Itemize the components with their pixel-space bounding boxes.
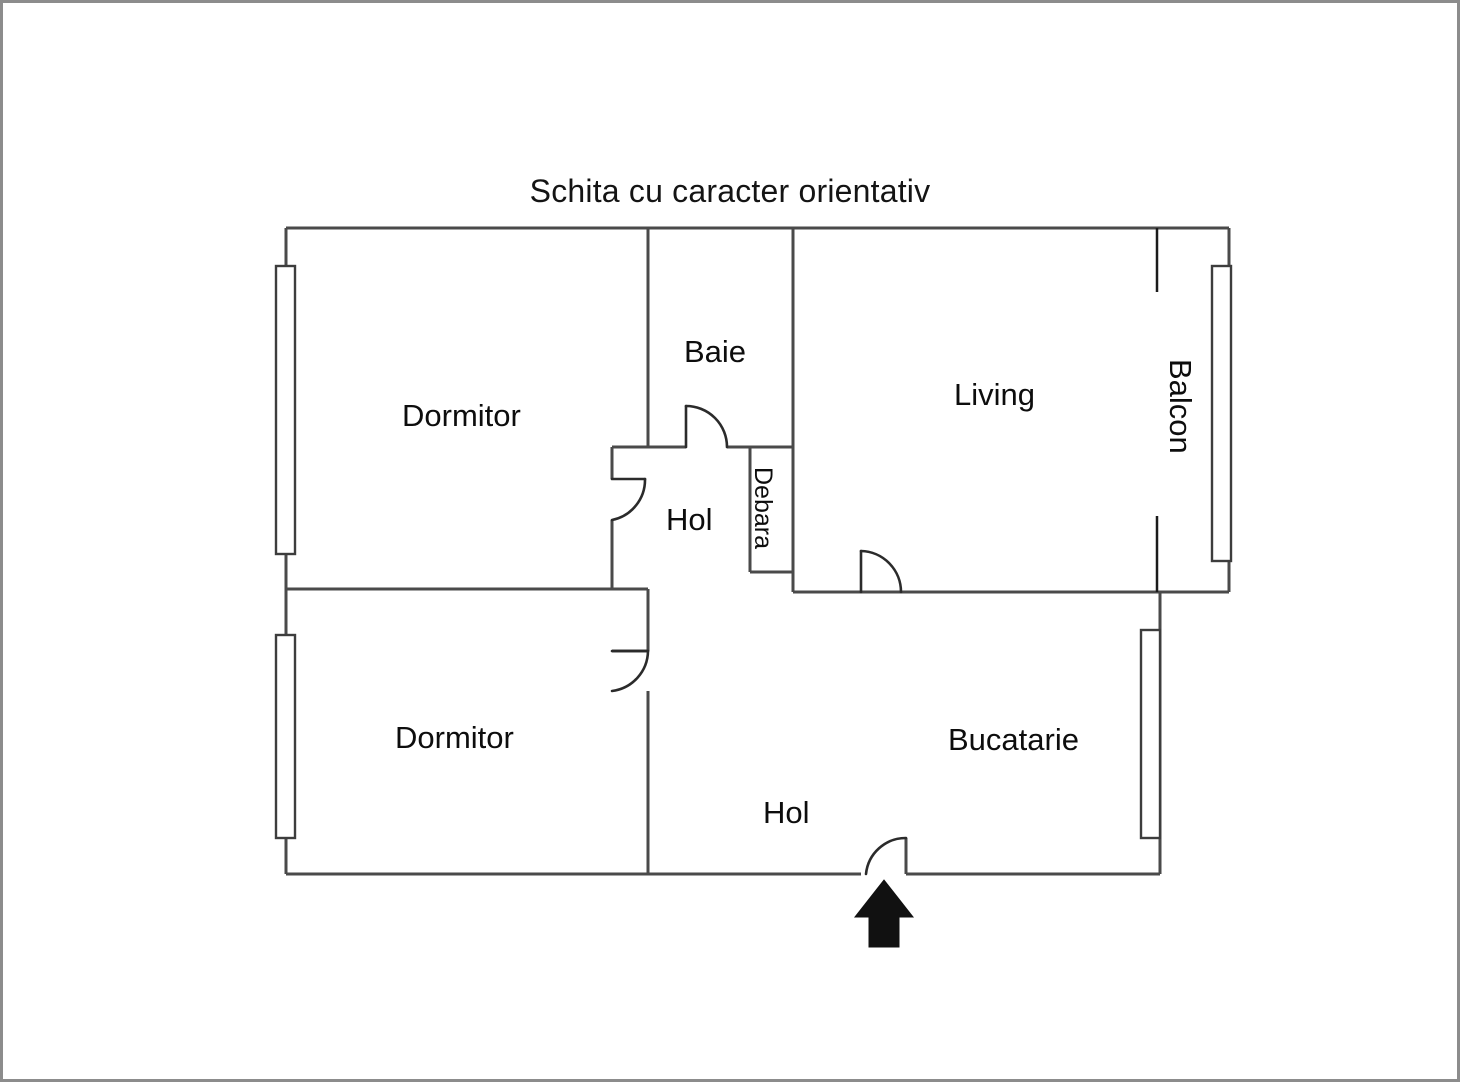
door-dormitor-bottom-arc (610, 649, 650, 693)
door-living-arc (859, 549, 903, 594)
room-label-balcon: Balcon (1163, 359, 1198, 454)
door-entrance-arc (864, 836, 908, 876)
page-title: Schita cu caracter orientativ (529, 173, 931, 209)
window-dormitor-top (274, 264, 297, 556)
window-bucatarie (1139, 628, 1162, 840)
door-dormitor-top-arc (610, 477, 647, 522)
entrance-arrow (853, 879, 915, 948)
window-dormitor-bottom (274, 633, 297, 840)
room-label-living: Living (954, 377, 1035, 412)
room-label-hol-top: Hol (666, 502, 713, 537)
room-label-bucatarie: Bucatarie (948, 722, 1079, 757)
windows-group (274, 264, 1233, 840)
room-label-dormitor-bottom: Dormitor (395, 720, 514, 755)
room-label-hol-bottom: Hol (763, 795, 810, 830)
room-label-dormitor-top: Dormitor (402, 398, 521, 433)
window-balcon (1210, 264, 1233, 563)
door-baie-arc (684, 404, 729, 449)
room-label-baie: Baie (684, 334, 747, 369)
room-label-debara: Debara (749, 467, 777, 549)
